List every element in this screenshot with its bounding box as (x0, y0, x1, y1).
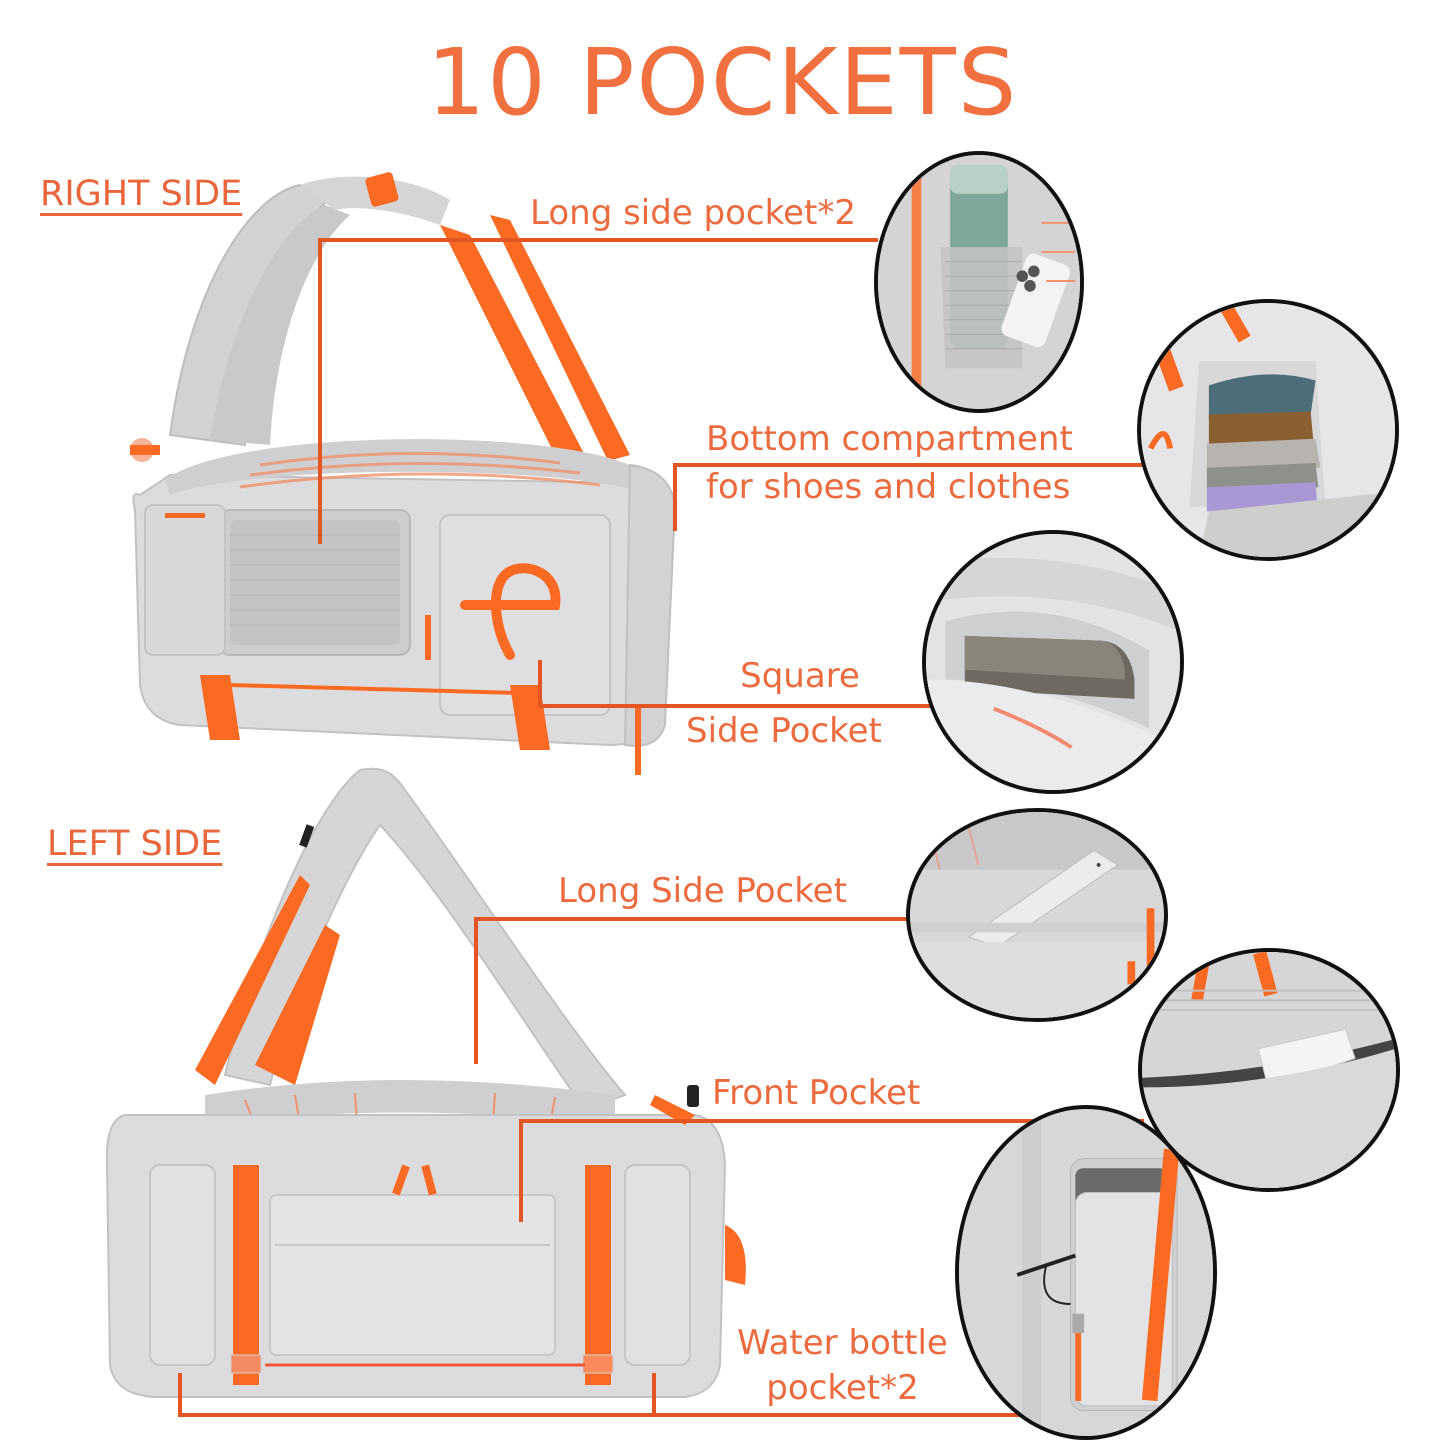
callout-square-side-pocket-line2: Side Pocket (686, 711, 882, 751)
callout-line-water-bottle-pocket-vertical-left (178, 1373, 182, 1417)
callout-line-long-side-pocket-horizontal (474, 917, 914, 921)
right-side-label: RIGHT SIDE (40, 174, 243, 214)
callout-front-pocket: Front Pocket (712, 1073, 921, 1113)
inset-long-side-pocket-left-image (906, 808, 1168, 1022)
left-side-bag-image (95, 765, 750, 1405)
callout-bottom-compartment-line1: Bottom compartment (706, 419, 1073, 459)
callout-line-water-bottle-pocket-vertical-right (652, 1373, 656, 1417)
callout-water-bottle-pocket-line1: Water bottle (737, 1323, 948, 1363)
left-side-label: LEFT SIDE (47, 824, 223, 864)
callout-water-bottle-pocket-line2: pocket*2 (766, 1368, 919, 1408)
callout-line-bottom-compartment-horizontal (673, 463, 1143, 467)
inset-long-side-pocket-image (874, 151, 1084, 413)
callout-line-square-side-pocket-vertical (538, 660, 542, 708)
inset-square-side-pocket-image (922, 530, 1184, 794)
inset-front-pocket-image (1138, 948, 1400, 1192)
callout-line-square-side-pocket-horizontal (538, 704, 933, 708)
inset-water-bottle-pocket-image (955, 1105, 1217, 1440)
callout-line-water-bottle-pocket-horizontal (178, 1413, 1038, 1417)
callout-line-long-side-pocket-2-horizontal (318, 238, 878, 242)
callout-line-long-side-pocket-vertical (474, 917, 478, 1064)
page-title: 10 POCKETS (426, 29, 1019, 136)
inset-bottom-compartment-image (1137, 299, 1399, 561)
callout-bottom-compartment-line2: for shoes and clothes (706, 467, 1071, 507)
callout-line-long-side-pocket-2-vertical (318, 238, 322, 544)
callout-long-side-pocket-2: Long side pocket*2 (530, 193, 856, 233)
right-side-bag-image (110, 165, 710, 780)
callout-line-bottom-compartment-vertical (673, 463, 677, 531)
callout-square-side-pocket-line1: Square (740, 656, 860, 696)
callout-line-front-pocket-vertical (519, 1119, 523, 1222)
callout-line-front-pocket-horizontal (519, 1119, 1144, 1123)
callout-long-side-pocket: Long Side Pocket (558, 871, 847, 911)
